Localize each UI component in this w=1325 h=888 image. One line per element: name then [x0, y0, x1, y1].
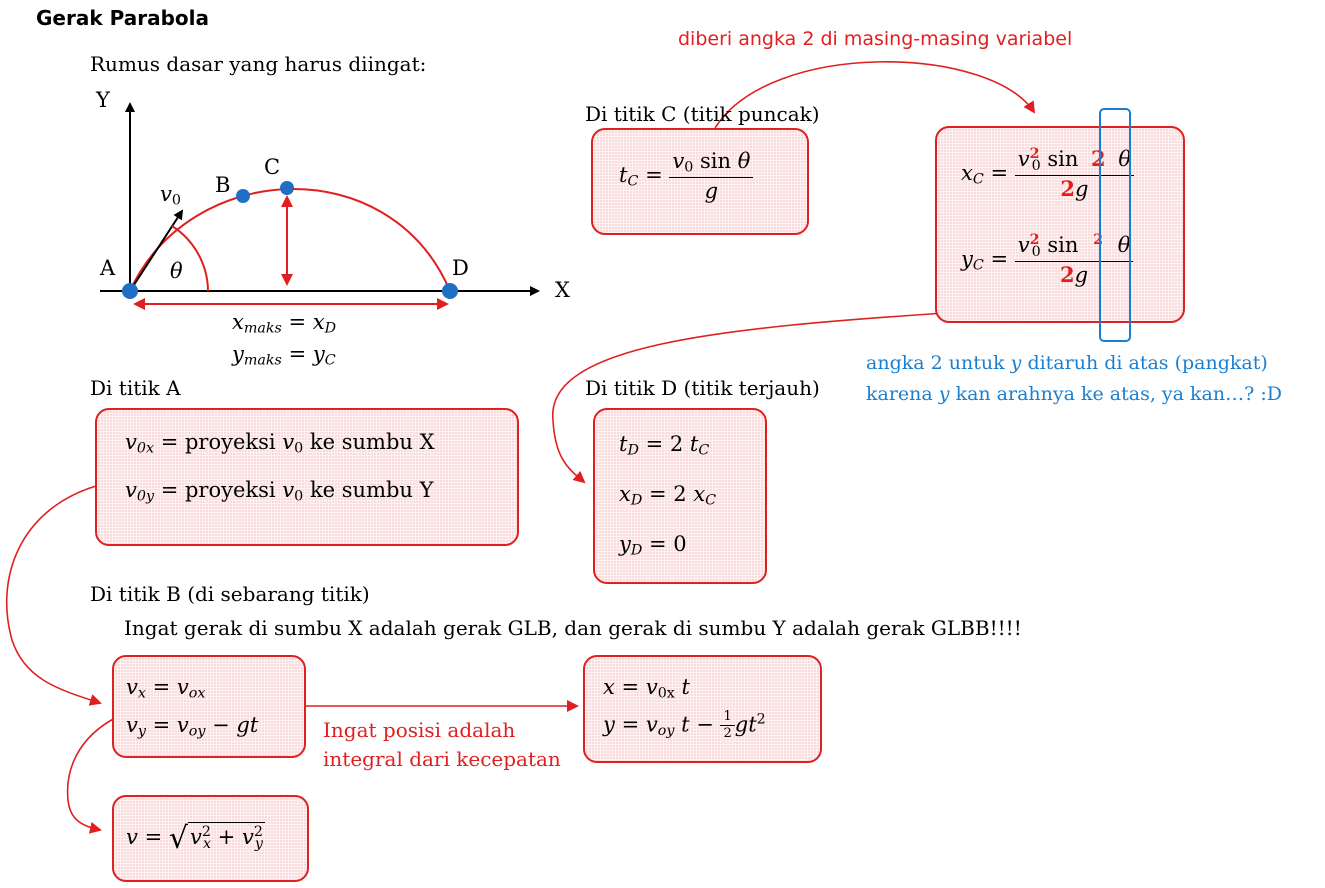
arrow-to-box-v [66, 717, 116, 834]
annotation-integral-2: integral dari kecepatan [323, 747, 561, 771]
point-c-marker [280, 181, 294, 195]
point-b-marker [236, 189, 250, 203]
label-xmaks: xmaks = xD [232, 310, 337, 337]
box-titik-c-time: tC = v0 sin θ g [591, 128, 809, 235]
sqrt-symbol: √ [168, 821, 188, 856]
label-point-b: B [215, 173, 231, 197]
eq-tc: tC = v0 sin θ g [619, 148, 754, 205]
heading-titik-d: Di titik D (titik terjauh) [585, 376, 820, 400]
eq-v0x: v0x = proyeksi v0 ke sumbu X [125, 430, 435, 457]
eq-xd: xD = 2 xC [619, 482, 717, 509]
annotation-integral-1: Ingat posisi adalah [323, 718, 516, 742]
heading-titik-c: Di titik C (titik puncak) [585, 102, 820, 126]
v0-vector [129, 209, 184, 292]
point-d-marker [442, 283, 458, 299]
box-titik-c-position: xC = v20 sin 2 θ 2g yC = v20 sin 2 θ 2g [935, 126, 1185, 323]
glb-glbb-note: Ingat gerak di sumbu X adalah gerak GLB,… [124, 616, 1022, 640]
eq-xc: xC = v20 sin 2 θ 2g [961, 146, 1135, 203]
box-titik-d: tD = 2 tC xD = 2 xC yD = 0 [593, 408, 767, 584]
eq-yc: yC = v20 sin 2 θ 2g [961, 232, 1134, 289]
label-v0: v0 [160, 182, 181, 209]
label-point-d: D [452, 256, 469, 280]
intro-text: Rumus dasar yang harus diingat: [90, 52, 427, 76]
label-axis-x: X [555, 278, 570, 302]
page-title: Gerak Parabola [36, 6, 209, 30]
label-axis-y: Y [96, 88, 110, 112]
label-ymaks: ymaks = yC [232, 342, 336, 369]
annotation-blue-line2: karena y kan arahnya ke atas, ya kan…? :… [866, 383, 1282, 405]
label-point-c: C [264, 155, 281, 179]
eq-x-position: x = v0x t [603, 675, 690, 702]
annotation-angka-2: diberi angka 2 di masing-masing variabel [678, 28, 1073, 50]
eq-speed: v = √v2x + v2y [126, 821, 265, 856]
heading-titik-b: Di titik B (di sebarang titik) [90, 582, 370, 606]
box-speed: v = √v2x + v2y [112, 795, 309, 882]
eq-yd: yD = 0 [619, 532, 687, 559]
arrow-to-box-vel [5, 485, 102, 706]
box-velocity: vx = vox vy = voy − gt [112, 655, 306, 758]
eq-td: tD = 2 tC [619, 432, 710, 459]
theta-arc [171, 225, 209, 292]
highlight-column [1099, 108, 1131, 342]
label-theta: θ [170, 259, 183, 283]
arrow-to-box-d [552, 312, 946, 484]
point-a-marker [122, 283, 138, 299]
annotation-blue-line1: angka 2 untuk y ditaruh di atas (pangkat… [866, 352, 1268, 374]
heading-titik-a: Di titik A [90, 376, 181, 400]
eq-vx: vx = vox [126, 675, 206, 702]
label-point-a: A [100, 256, 116, 280]
eq-vy: vy = voy − gt [126, 713, 259, 740]
box-titik-a: v0x = proyeksi v0 ke sumbu X v0y = proye… [95, 408, 519, 546]
arrow-top-red [714, 61, 1036, 129]
eq-v0y: v0y = proyeksi v0 ke sumbu Y [125, 478, 434, 505]
